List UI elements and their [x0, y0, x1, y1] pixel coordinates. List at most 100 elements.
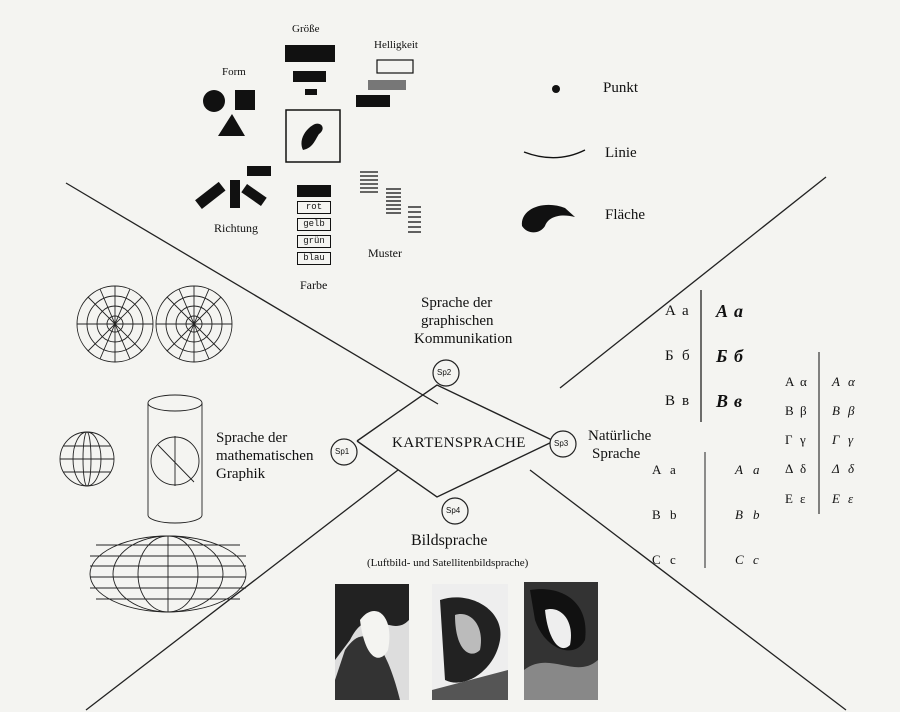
- central-frame: [285, 109, 341, 163]
- latin-upper-italic: C: [735, 552, 744, 567]
- point-symbol: [552, 85, 560, 93]
- size-bar-medium: [293, 71, 326, 82]
- brightness-rect-medium: [368, 80, 406, 90]
- color-bar-black: [297, 185, 331, 197]
- cyrillic-upper: А: [665, 303, 676, 319]
- node-sp1: [330, 438, 358, 466]
- node-label-sp4: Sp4: [446, 506, 461, 515]
- line-symbol: [523, 149, 586, 159]
- form-triangle-shape: [218, 114, 245, 136]
- greek-upper-italic: Δ: [832, 461, 840, 476]
- node-label-sp3: Sp3: [554, 439, 569, 448]
- primitive-label-punkt: Punkt: [603, 80, 639, 96]
- size-bar-small: [305, 89, 317, 95]
- greek-lower: γ: [800, 432, 806, 447]
- diagonal-lower-left: [85, 469, 399, 711]
- variable-label-muster: Muster: [368, 246, 402, 260]
- greek-lower-italic: ε: [848, 491, 854, 506]
- greek-lower: α: [800, 374, 807, 389]
- central-blob-shape: [301, 123, 323, 150]
- form-square-shape: [235, 90, 255, 110]
- graphic-label-line-1: Sprache der: [421, 295, 493, 311]
- latin-lower: c: [670, 552, 676, 567]
- greek-upper-italic: Γ: [832, 432, 840, 447]
- polar-grid-left: [76, 285, 154, 363]
- aerial-image-3: [524, 582, 598, 700]
- direction-shapes: [195, 166, 271, 209]
- cylinder-projection: [147, 394, 203, 524]
- aerial-image-2: [432, 584, 508, 700]
- variable-label-groesse: Größe: [292, 23, 320, 35]
- math-label-line-3: Graphik: [216, 466, 266, 482]
- form-circle-shape: [203, 90, 225, 112]
- latin-lower: a: [670, 462, 676, 477]
- greek-lower: ε: [800, 491, 806, 506]
- graphic-label-line-2: graphischen: [421, 313, 494, 329]
- color-box-blau: blau: [297, 252, 331, 265]
- variable-label-richtung: Richtung: [214, 221, 258, 235]
- area-symbol: [521, 204, 575, 233]
- greek-upper-italic: Β: [832, 403, 840, 418]
- latin-upper-italic: A: [735, 462, 743, 477]
- pattern-stripes-upper: [360, 171, 378, 193]
- variable-label-form: Form: [222, 66, 246, 78]
- color-box-rot: rot: [297, 201, 331, 214]
- greek-lower-italic: α: [848, 374, 855, 389]
- pattern-stripes-middle: [386, 188, 401, 214]
- cyrillic-upper: В: [665, 393, 676, 409]
- brightness-rect-dark: [356, 95, 390, 107]
- latin-lower-italic: b: [753, 507, 760, 522]
- cyrillic-lower-italic: б: [734, 346, 743, 366]
- cyrillic-upper: Б: [665, 348, 674, 364]
- natural-label-line-1: Natürliche: [588, 428, 652, 444]
- primitive-label-flaeche: Fläche: [605, 207, 645, 223]
- greek-upper: Δ: [785, 461, 794, 476]
- polar-grid-right: [155, 285, 233, 363]
- node-sp3: [549, 430, 577, 458]
- color-box-gelb: gelb: [297, 218, 331, 231]
- latin-lower: b: [670, 507, 677, 522]
- size-bar-large: [285, 45, 335, 62]
- greek-upper-italic: Ε: [832, 491, 840, 506]
- brightness-rect-light: [376, 59, 414, 74]
- cyrillic-lower: в: [682, 393, 690, 409]
- cyrillic-lower-italic: а: [734, 301, 743, 321]
- math-label-line-2: mathematischen: [216, 448, 314, 464]
- greek-lower-italic: β: [848, 403, 855, 418]
- greek-lower: β: [800, 403, 807, 418]
- latin-lower-italic: c: [753, 552, 759, 567]
- pattern-stripes-lower: [408, 206, 421, 233]
- globe-grid: [59, 431, 115, 487]
- node-sp2: [432, 359, 460, 387]
- cyrillic-upper-italic: В: [716, 391, 729, 411]
- natural-label-line-2: Sprache: [592, 446, 641, 462]
- center-title: KARTENSPRACHE: [392, 435, 526, 451]
- cyrillic-lower: а: [682, 303, 689, 319]
- diagonal-lower-right: [529, 469, 847, 711]
- latin-upper: A: [652, 462, 662, 477]
- latin-lower-italic: a: [753, 462, 760, 477]
- cyrillic-lower: б: [682, 348, 690, 364]
- image-language-label: Bildsprache: [411, 532, 488, 549]
- cyrillic-lower-italic: в: [734, 391, 743, 411]
- primitive-label-linie: Linie: [605, 145, 637, 161]
- diagonal-upper-right: [559, 176, 827, 389]
- node-label-sp2: Sp2: [437, 368, 452, 377]
- latin-upper: B: [652, 507, 661, 522]
- greek-upper-italic: Α: [832, 374, 840, 389]
- math-label-line-1: Sprache der: [216, 430, 288, 446]
- greek-upper: Γ: [785, 432, 793, 447]
- node-label-sp1: Sp1: [335, 447, 350, 456]
- cyrillic-upper-italic: Б: [716, 346, 728, 366]
- variable-label-farbe: Farbe: [300, 278, 328, 292]
- image-language-sublabel: (Luftbild- und Satellitenbildsprache): [367, 557, 529, 569]
- node-sp4: [441, 497, 469, 525]
- greek-upper: Α: [785, 374, 795, 389]
- graphic-label-line-3: Kommunikation: [414, 331, 513, 347]
- color-box-gruen: grün: [297, 235, 331, 248]
- aerial-image-1: [335, 584, 409, 700]
- latin-upper: C: [652, 552, 661, 567]
- greek-upper: Ε: [785, 491, 793, 506]
